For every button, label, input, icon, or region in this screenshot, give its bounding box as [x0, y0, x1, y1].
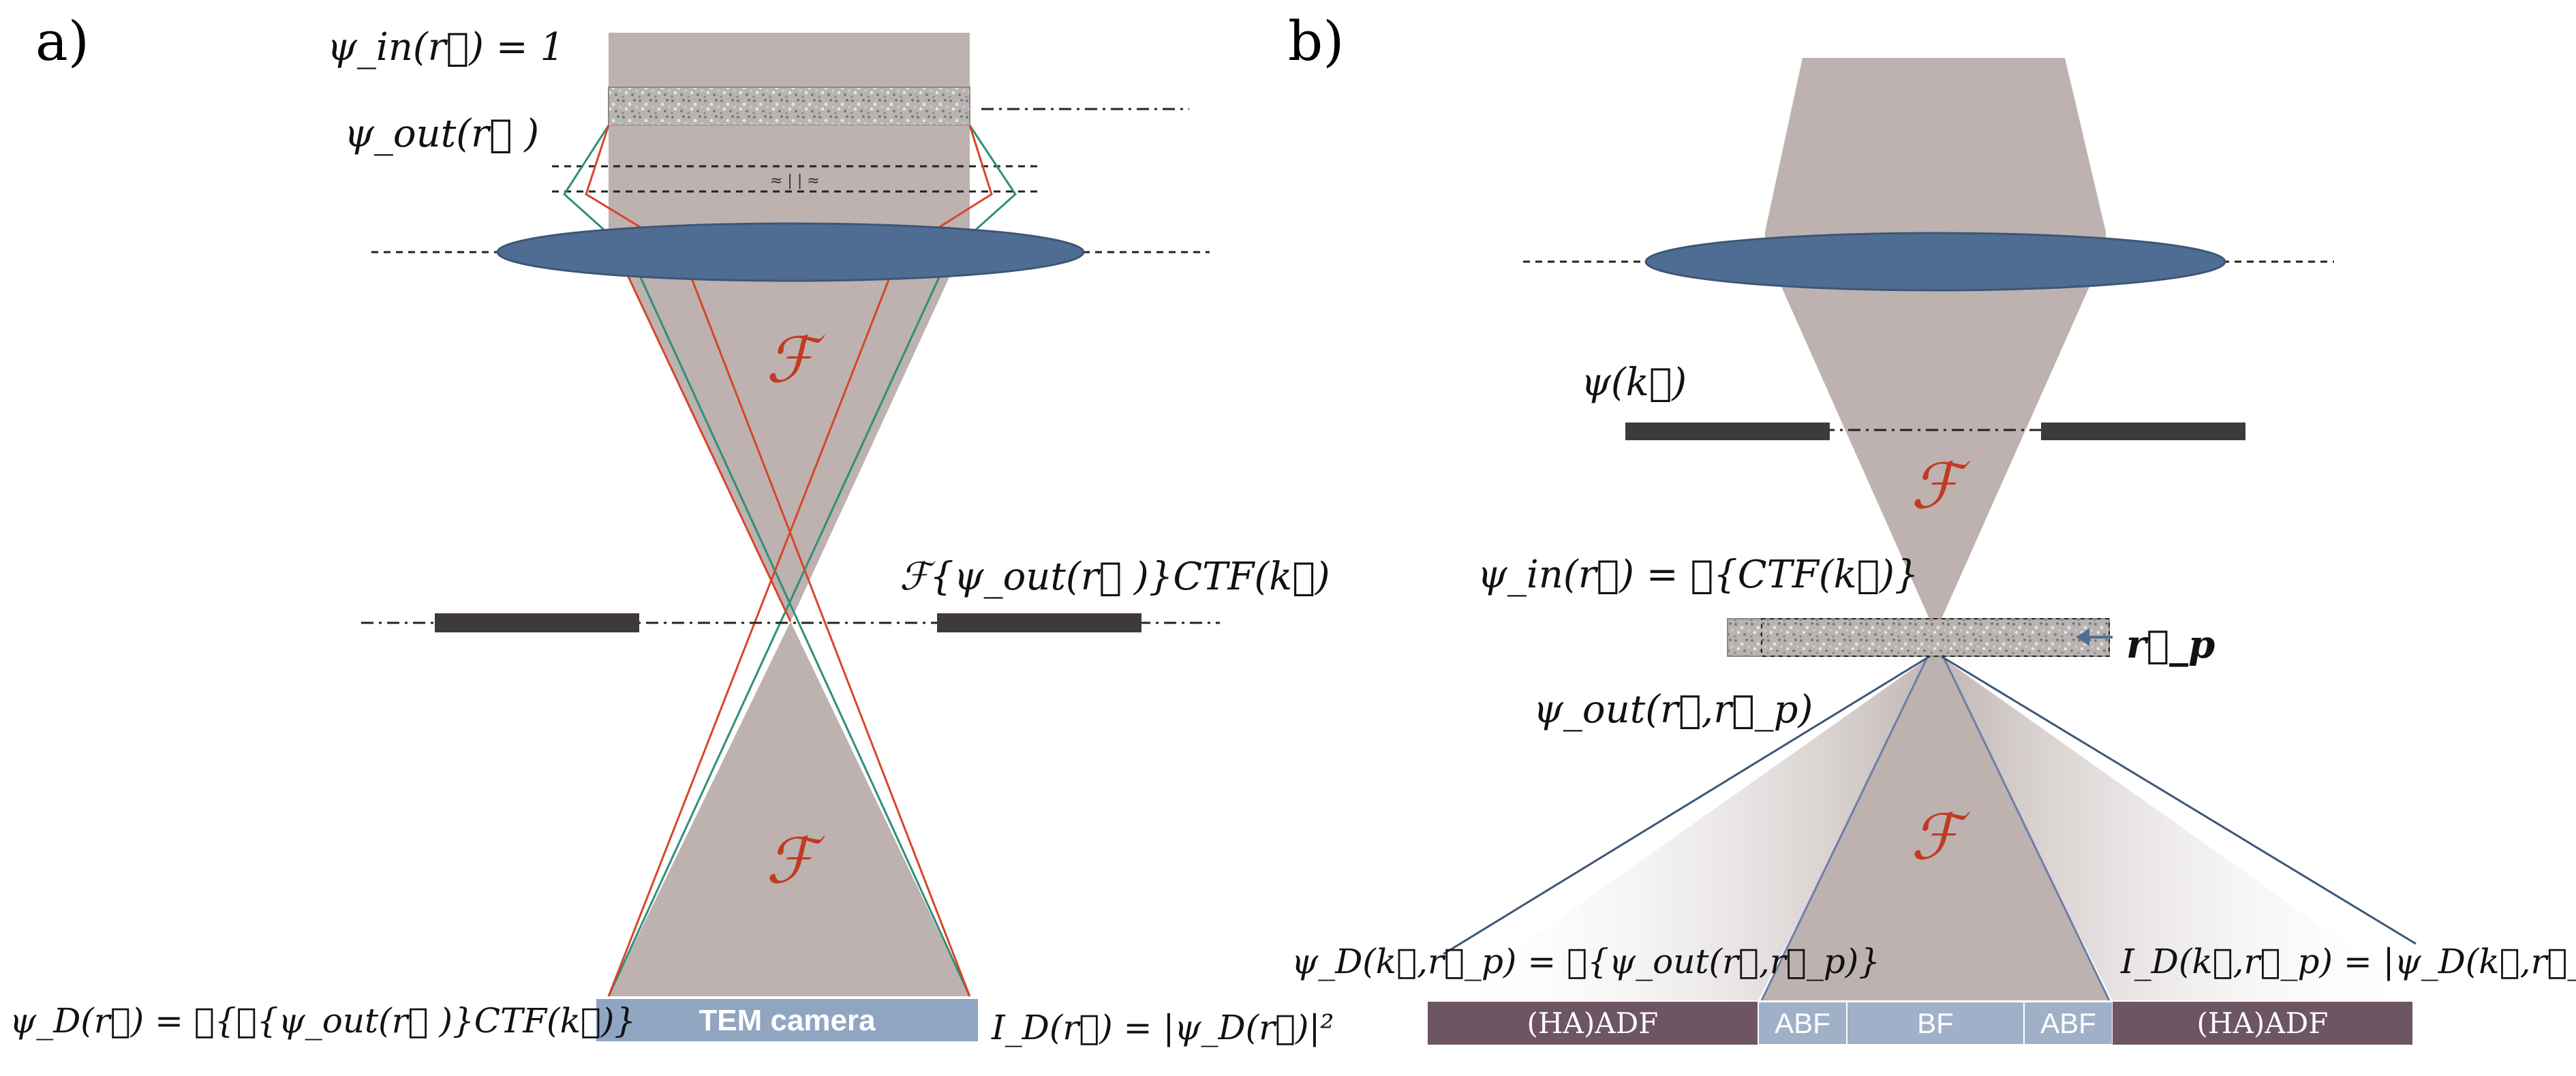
defocus-mark: ≈ | | ≈	[770, 172, 820, 189]
detector-abf-left	[1758, 1001, 1847, 1045]
red-ray-right	[607, 125, 993, 997]
convergent-probe-cone	[1768, 258, 2102, 632]
upper-beam-cone	[617, 252, 961, 621]
detector-haadf-left-label: (HA)ADF	[1527, 1006, 1659, 1040]
detector-bf-label: BF	[1917, 1007, 1954, 1039]
adf-scatter-left	[1443, 653, 1935, 1000]
probe-position-label: r⃗_p	[2126, 622, 2215, 667]
bf-cone-edge-left	[1760, 640, 1937, 1001]
detector-abf-right-label: ABF	[2040, 1007, 2096, 1039]
stem-exit-wave-label: ψ_out(r⃗,r⃗_p)	[1533, 688, 1813, 732]
bf-cone	[1762, 641, 2109, 1000]
probe-forming-lens	[1644, 232, 2226, 292]
probe-position-arrowhead	[2076, 628, 2089, 646]
red-ray-inner-left	[615, 251, 792, 622]
detector-haadf-left	[1428, 1002, 1758, 1045]
stem-intensity-equation: I_D(k⃗,r⃗_p) = |ψ_D(k⃗,r⃗_p)|²	[2120, 942, 2576, 981]
detector-abf-left-label: ABF	[1775, 1007, 1830, 1039]
detector-haadf-right	[2113, 1002, 2412, 1045]
detector-haadf-right-label: (HA)ADF	[2197, 1006, 2329, 1040]
probe-wave-equation: ψ_in(r⃗) = ℱ{CTF(k⃗)}	[1477, 553, 1919, 597]
ray-paths	[563, 125, 1017, 997]
tem-camera	[596, 999, 978, 1041]
psi-in-label: ψ_in(r⃗) = 1	[327, 25, 564, 70]
lower-beam-cone	[609, 621, 970, 996]
bf-cone-edge-right	[1934, 640, 2111, 1001]
detector-wave-equation: ψ_D(r⃗) = ℱ{ℱ{ψ_out(r⃗ )}CTF(k⃗)}	[10, 1001, 636, 1041]
incident-beam-block	[609, 33, 970, 87]
condenser-aperture-right	[2041, 422, 2245, 440]
adf-edge-right	[1935, 651, 2417, 945]
detector-abf-right	[2023, 1001, 2113, 1045]
green-ray-left	[563, 125, 971, 997]
scan-region	[1761, 618, 2110, 657]
panel-b-label: b)	[1288, 10, 1344, 73]
green-ray-right	[607, 125, 1017, 997]
objective-aperture-right	[937, 613, 1141, 632]
red-ray-left	[585, 125, 971, 997]
condenser-beam	[1765, 58, 2106, 252]
panel-b: b) ℱ ℱ	[1288, 10, 2576, 1045]
objective-lens	[496, 222, 1085, 282]
panel-a-label: a)	[35, 10, 89, 73]
psi-k-label: ψ(k⃗)	[1581, 360, 1687, 405]
objective-aperture-left	[435, 613, 639, 632]
intensity-equation-a: I_D(r⃗) = |ψ_D(r⃗)|²	[991, 1008, 1334, 1047]
stem-detector-wave-equation: ψ_D(k⃗,r⃗_p) = ℱ{ψ_out(r⃗,r⃗_p)}	[1291, 942, 1880, 981]
panel-a: a) ≈ | | ≈ ℱ ℱ	[10, 10, 1334, 1047]
stem-detectors: (HA)ADF ABF BF ABF (HA)ADF	[1428, 1001, 2412, 1045]
exit-wave-region	[609, 125, 970, 234]
tem-camera-label: TEM camera	[699, 1004, 876, 1037]
specimen-slab	[608, 87, 970, 126]
psi-out-label: ψ_out(r⃗ )	[344, 112, 539, 156]
aperture-plane-equation: ℱ{ψ_out(r⃗ )}CTF(k⃗)	[900, 555, 1330, 599]
condenser-aperture-left	[1625, 422, 1830, 440]
adf-scatter-right	[1935, 653, 2426, 1000]
adf-edge-left	[1443, 651, 1936, 955]
stem-specimen	[1727, 618, 2110, 657]
